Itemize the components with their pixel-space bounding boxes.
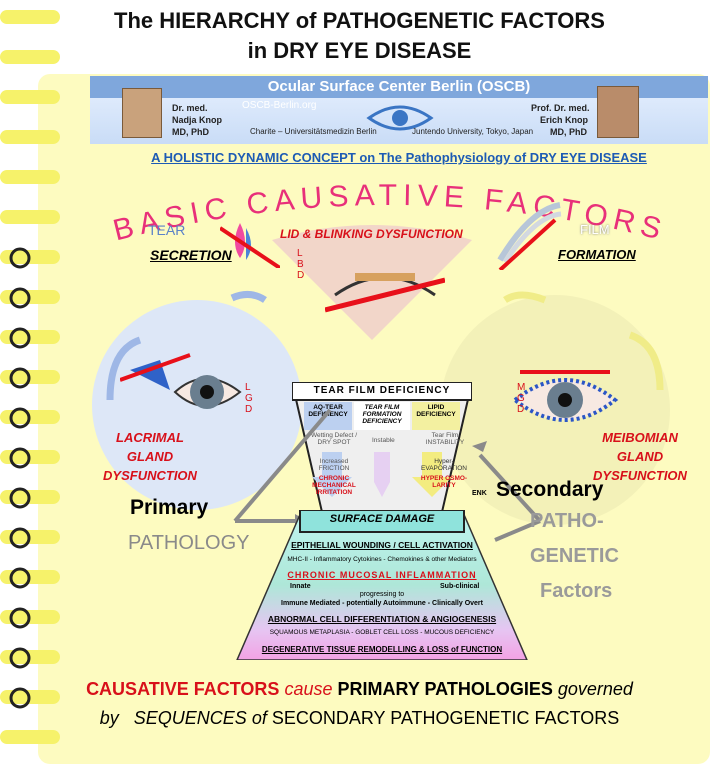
right-person-affiliation: Juntendo University, Tokyo, Japan [412,127,534,136]
right-person-degree: MD, PhD [550,127,587,137]
squamous-metaplasia: SQUAMOUS METAPLASIA - GOBLET CELL LOSS -… [269,629,495,636]
factors-label: Factors [540,580,613,602]
left-person-affiliation: Charite – Universitätsmedizin Berlin [250,127,377,136]
innate-label: Innate [290,583,311,590]
tear-film-funnel [290,381,474,517]
instable-label: Instable [372,437,395,444]
right-person-title: Prof. Dr. med. [531,103,590,113]
tear-film-formation-deficiency: TEAR FILM FORMATION DEFICIENCY [362,404,402,425]
tear-film-instability: Tear Film INSTABILITY [425,432,465,446]
left-person-name: Nadja Knop [172,115,223,125]
genetic-label: GENETIC [530,545,619,567]
center-name: Ocular Surface Center Berlin (OSCB) [90,76,708,98]
website-label[interactable]: OSCB-Berlin.org [242,100,317,111]
surface-damage: SURFACE DAMAGE [329,513,435,525]
primary-label: Primary [130,496,209,519]
film-label: FILM [580,222,610,237]
left-person-degree: MD, PhD [172,127,209,137]
chronic-mechanical-irritation: CHRONIC MECHANICAL IRRITATION [312,475,356,496]
notebook-stripes [0,0,62,776]
left-person-title: Dr. med. [172,103,208,113]
increased-friction: Increased FRICTION [318,458,350,472]
secretion-label: SECRETION [150,247,232,263]
secondary-label: Secondary [496,478,604,501]
wetting-defect: Wetting Defect / DRY SPOT [310,432,358,446]
chronic-inflammation: CHRONIC MUCOSAL INFLAMMATION [287,570,477,580]
right-person-name: Erich Knop [540,115,589,125]
bottom-line-2: by SEQUENCES of SECONDARY PATHOGENETIC F… [99,708,620,728]
lacrimal-eye-icon [119,350,250,445]
meibomian-eye-icon [510,360,620,445]
enk-label: ENK [472,490,487,497]
immune-mediated: Immune Mediated - potentially Autoimmune… [281,600,483,607]
tear-drop-icon [218,218,282,273]
epithelial-wounding: EPITHELIAL WOUNDING / CELL ACTIVATION [291,540,473,550]
lid-fan [272,220,472,345]
formation-label: FORMATION [558,247,636,262]
film-layers-icon [495,200,565,275]
patho-label: PATHO- [530,510,604,532]
hyper-osmolarity: HYPER OSMO-LARITY [420,475,468,489]
pathology-label: PATHOLOGY [128,532,250,554]
photo-nadja-knop [122,88,162,138]
pathology-pyramid [232,509,532,665]
tear-film-header: TEAR FILM DEFICIENCY [313,385,451,396]
abnormal-differentiation: ABNORMAL CELL DIFFERENTIATION & ANGIOGEN… [267,614,497,624]
concept-heading: A HOLISTIC DYNAMIC CONCEPT on The Pathop… [151,150,647,165]
mhc-line: MHC-II - Inflammatory Cytokines - Chemok… [287,556,477,563]
degenerative-remodelling: DEGENERATIVE TISSUE REMODELLING & LOSS o… [261,645,503,654]
subclinical-label: Sub-clinical [440,583,480,590]
main-title-line1: The HIERARCHY of PATHOGENETIC FACTORS [114,8,605,33]
main-title-line2: in DRY EYE DISEASE [247,38,472,63]
eyelid-icon [324,255,446,320]
progressing-label: progressing to [359,591,405,598]
hyper-evaporation: Hyper-EVAPORATION [421,458,467,472]
tear-label: TEAR [148,222,186,238]
photo-erich-knop [597,86,639,138]
ring-binding [0,0,40,776]
lid-blinking-label: LID & BLINKING DYSFUNCTION [280,227,463,241]
oscb-logo-icon [365,96,435,143]
bottom-line-1: CAUSATIVE FACTORS cause PRIMARY PATHOLOG… [86,679,633,699]
lipid-deficiency: LIPID DEFICIENCY [416,404,456,418]
